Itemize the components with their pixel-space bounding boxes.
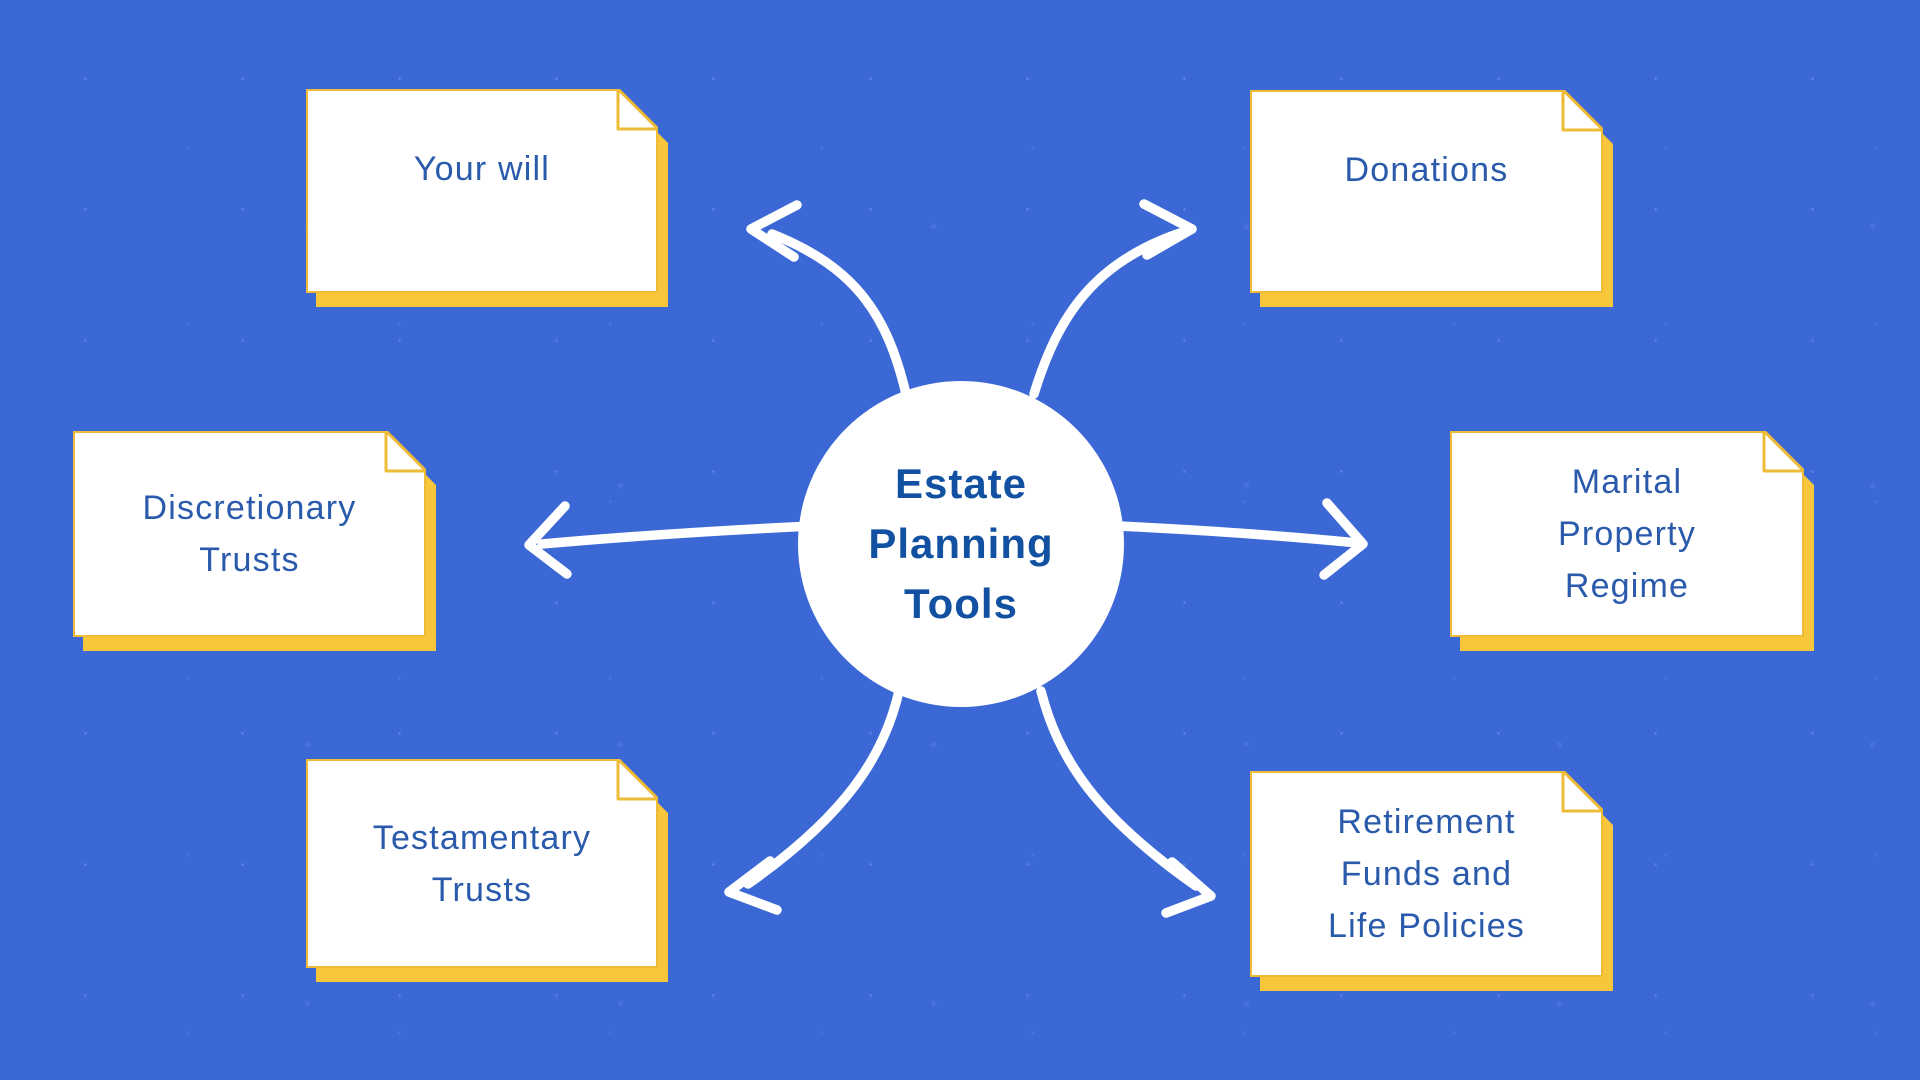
arrowhead-to-retirement-funds — [1161, 857, 1216, 918]
arrow-to-retirement-funds — [1036, 686, 1201, 891]
node-label: Retirement Funds and Life Policies — [1327, 803, 1526, 945]
folded-corner-icon — [1561, 771, 1603, 813]
folded-corner-icon — [1561, 90, 1603, 132]
node-label: Your will — [413, 150, 551, 188]
node-card-your-will: Your will — [306, 89, 658, 293]
node-card-testamentary-trusts: Testamentary Trusts — [306, 759, 658, 968]
folded-corner-icon — [616, 89, 658, 131]
arrow-to-marital-property-regime — [1113, 521, 1363, 548]
node-label: Testamentary Trusts — [372, 818, 592, 909]
central-node-title: Estate Planning Tools — [868, 460, 1054, 627]
card-face — [308, 761, 656, 966]
arrowhead-to-discretionary-trusts — [524, 501, 572, 579]
arrow-to-testamentary-trusts — [743, 686, 904, 889]
node-card-discretionary-trusts: Discretionary Trusts — [73, 431, 426, 637]
folded-corner-icon — [1762, 431, 1804, 473]
folded-corner-icon — [616, 759, 658, 801]
arrow-to-your-will — [767, 229, 911, 399]
arrowhead-to-your-will — [746, 200, 802, 262]
card-face — [75, 433, 424, 635]
arrowhead-to-donations — [1139, 199, 1197, 260]
card-face — [1252, 92, 1601, 291]
arrowhead-to-marital-property-regime — [1319, 498, 1368, 580]
node-label: Discretionary Trusts — [142, 489, 357, 579]
node-label: Marital Property Regime — [1557, 463, 1697, 605]
card-face — [1252, 773, 1601, 975]
card-face — [308, 91, 656, 291]
node-label: Donations — [1344, 150, 1509, 189]
node-card-marital-property-regime: Marital Property Regime — [1450, 431, 1804, 637]
arrow-to-discretionary-trusts — [537, 521, 817, 549]
node-card-donations: Donations — [1250, 90, 1603, 293]
central-node: Estate Planning Tools — [798, 381, 1124, 707]
card-face — [1452, 433, 1802, 635]
node-card-retirement-funds: Retirement Funds and Life Policies — [1250, 771, 1603, 977]
folded-corner-icon — [384, 431, 426, 473]
arrow-to-donations — [1029, 228, 1185, 399]
arrowhead-to-testamentary-trusts — [724, 856, 782, 915]
